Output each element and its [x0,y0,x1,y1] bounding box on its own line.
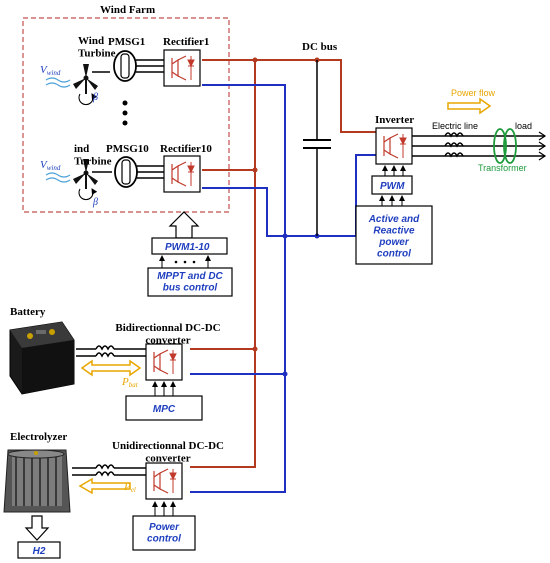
battery-image [9,321,75,395]
bidirectional-converter [145,343,183,381]
turbine-rotor-10-icon [73,159,98,189]
turbine-ellipsis [122,100,128,126]
power-flow-arrow-icon [447,97,492,115]
inverter-label: Inverter [375,114,414,126]
text-line-line: Reactive [373,226,415,237]
dc-bus-label: DC bus [302,41,338,53]
turbine-rotor-1-icon [73,64,98,94]
p-bat-label: Pbat [121,376,139,389]
text-line-line: bus control [163,283,218,294]
text-line-line: power [378,237,410,248]
pwm-control: PWM [371,165,413,195]
electrolyzer-filter [72,464,146,477]
dc-bus-wiring [190,57,376,493]
pwm-1-10-control: PWM1-10 [151,211,228,255]
h2-output-arrow-icon [24,515,50,541]
wind-farm-title: Wind Farm [100,4,155,16]
unidirectional-converter [145,462,183,500]
pwm-up-arrow-icon [168,211,200,239]
v-wind-label-10: Vwind [40,159,61,172]
p-el-label: Pel [123,481,136,494]
v-wind-label-1: Vwind [40,64,61,77]
text-line-line: control [147,534,181,545]
text-line-line: control [377,249,411,260]
beta-label-1: β [92,92,98,103]
mpc-control: MPC [125,381,203,421]
rectifier1-label: Rectifier1 [163,36,209,48]
rectifier-1 [163,49,201,87]
electrolyzer-power-arrow-icon [78,477,131,495]
pmsg-1: PMSG1 [108,36,145,82]
battery-power-arrow-icon [80,359,142,377]
transformer-icon [493,128,517,164]
text-line-line: converter [145,453,190,465]
inverter [375,127,413,165]
power-flow-indicator: Power flow [447,88,496,115]
ac-link-10 [137,165,164,179]
pmsg1-label: PMSG1 [108,36,145,48]
rectifier-10 [163,155,201,193]
h2-box: H2 [17,541,61,559]
electrolyzer-title: Electrolyzer [10,431,67,443]
h2-label: H2 [33,546,46,557]
ac-link-1 [136,59,164,73]
transformer-label: Transformer [478,163,527,173]
text-line-line: Turbine [78,48,116,60]
electrolyzer-image [3,449,71,513]
text-line-line: Turbine [74,156,112,168]
beta-label-10: β [92,197,98,208]
pwm-label: PWM [380,181,405,192]
rectifier10-label: Rectifier10 [160,143,212,155]
load-label: load [515,121,532,131]
battery-title: Battery [10,306,46,318]
pwm-1-10-label: PWM1-10 [165,242,210,253]
text-line-line: converter [145,335,190,347]
pmsg10-label: PMSG10 [106,143,149,155]
mpc-label: MPC [153,404,176,415]
pmsg-10: PMSG10 [106,143,149,188]
electric-line-label: Electric line [432,121,478,131]
dc-bus-capacitor [303,60,331,236]
power-flow-label: Power flow [451,88,496,98]
inverter-ac-output [412,131,547,161]
battery-filter [76,345,146,358]
